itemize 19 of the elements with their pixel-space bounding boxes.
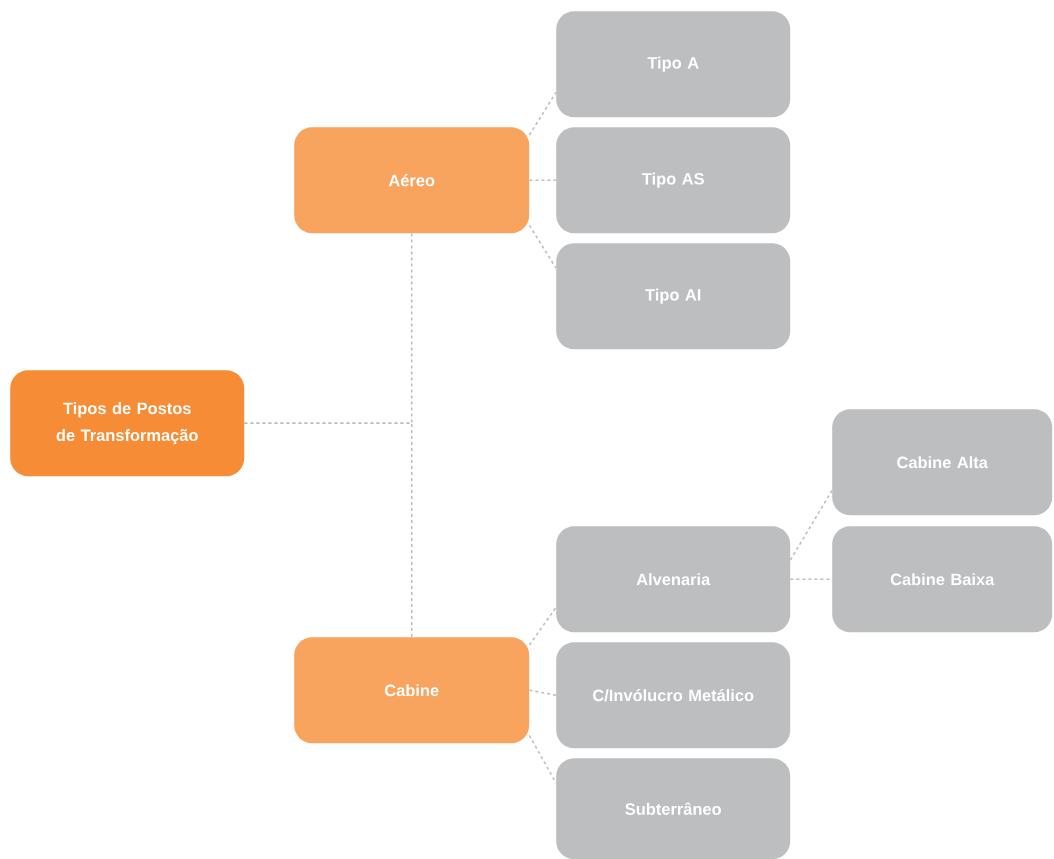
type-box: Cabine Baixa bbox=[832, 526, 1053, 633]
type-box: Cabine Alta bbox=[832, 409, 1053, 516]
type-box: Tipo A bbox=[556, 11, 791, 118]
type-box: C/Invólucro Metálico bbox=[556, 642, 791, 749]
type-box: Tipo AS bbox=[556, 127, 791, 234]
root-box: Tipos de Postos de Transformação bbox=[10, 370, 245, 477]
connector-line bbox=[528, 91, 557, 136]
type-box: Alvenaria bbox=[556, 526, 791, 633]
category-box: Cabine bbox=[294, 637, 530, 744]
type-box: Subterrâneo bbox=[556, 758, 791, 859]
category-box: Aéreo bbox=[294, 127, 530, 234]
type-box: Tipo AI bbox=[556, 243, 791, 350]
connector-line bbox=[789, 489, 833, 561]
connector-line bbox=[528, 606, 557, 646]
connector-line bbox=[528, 689, 557, 696]
connector-line bbox=[528, 179, 557, 181]
connector-line bbox=[528, 224, 557, 269]
connector-line bbox=[528, 734, 557, 784]
connector-line bbox=[243, 422, 413, 638]
